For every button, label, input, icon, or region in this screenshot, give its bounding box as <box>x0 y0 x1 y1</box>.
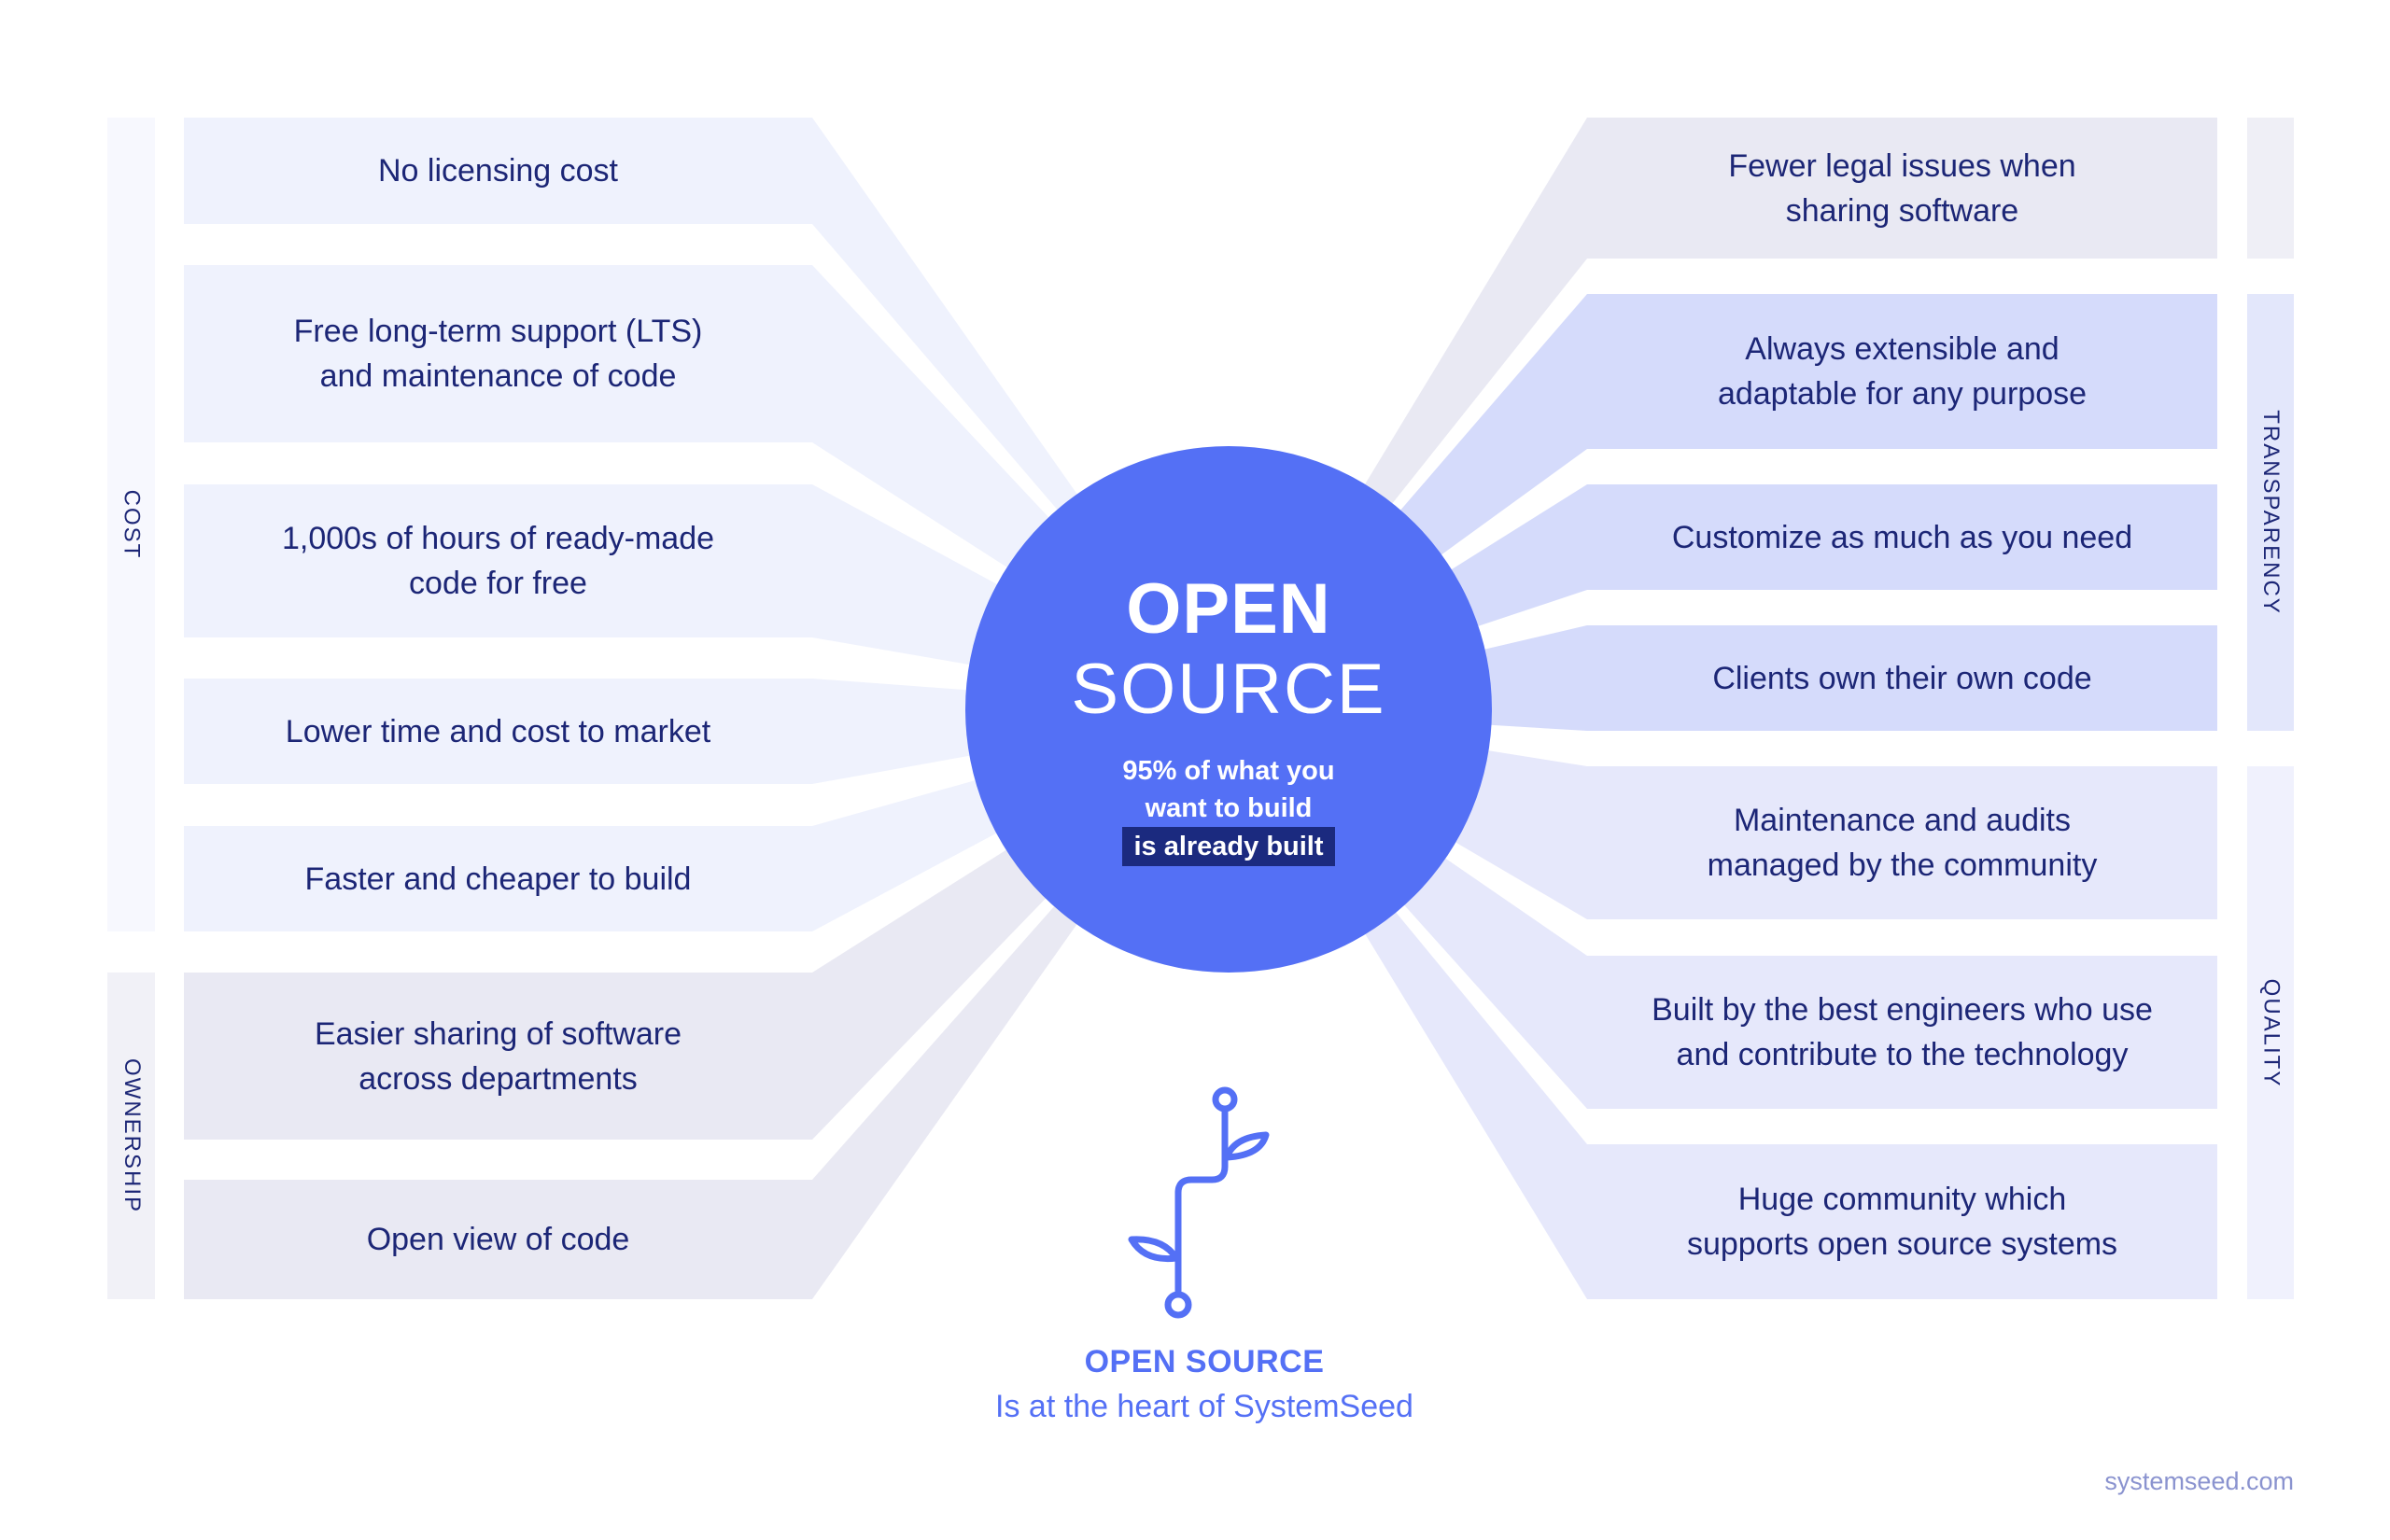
right-category-bar-1 <box>2247 118 2294 259</box>
left-item-5: Faster and cheaper to build <box>304 861 692 897</box>
left-connector-2 <box>812 265 1063 579</box>
left-item-2: Free long-term support (LTS) and mainten… <box>293 314 703 394</box>
left-connector-7 <box>812 890 1090 1299</box>
right-band-3 <box>1587 484 2217 590</box>
right-band-6 <box>1587 956 2217 1109</box>
right-category-bar-3 <box>2247 766 2294 1299</box>
right-connector-1 <box>1354 118 1587 520</box>
left-item-1: No licensing cost <box>377 153 618 189</box>
left-band-4 <box>184 679 812 784</box>
right-item-1: Fewer legal issues when sharing software <box>1728 147 2076 229</box>
right-band-2 <box>1587 294 2217 449</box>
left-band-5 <box>184 826 812 931</box>
right-band-4 <box>1587 625 2217 731</box>
left-item-3: 1,000s of hours of ready-made code for f… <box>281 521 715 601</box>
left-connector-1 <box>812 118 1090 525</box>
category-label-transparency: TRANSPARENCY <box>2247 294 2294 731</box>
left-connector-4 <box>812 679 991 784</box>
hub-title-bold: OPEN <box>1126 569 1331 649</box>
hub-subtitle-highlight: is already built <box>1122 827 1335 866</box>
category-label-ownership: OWNERSHIP <box>107 973 155 1299</box>
footer-subtitle: Is at the heart of SystemSeed <box>995 1389 1413 1424</box>
right-item-7: Huge community which supports open sourc… <box>1686 1182 2118 1262</box>
hub-title-light: SOURCE <box>1071 650 1386 729</box>
right-item-5: Maintenance and audits managed by the co… <box>1707 803 2098 883</box>
left-band-1 <box>184 118 812 224</box>
footer-title: OPEN SOURCE <box>1084 1344 1325 1379</box>
left-band-2 <box>184 265 812 442</box>
left-category-bar-2 <box>107 973 155 1299</box>
right-connector-2 <box>1386 294 1587 567</box>
left-category-bar-1 <box>107 118 155 931</box>
left-band-3 <box>184 484 812 637</box>
plant-sprout-icon <box>1128 1086 1270 1319</box>
right-band-1 <box>1587 118 2217 259</box>
left-band-6 <box>184 973 812 1140</box>
category-label-text: COST <box>119 489 145 560</box>
left-connector-3 <box>812 484 1016 668</box>
left-connector-5 <box>812 775 1015 931</box>
category-label-legal <box>2247 118 2294 259</box>
left-item-4: Lower time and cost to market <box>285 713 711 749</box>
right-item-3: Customize as much as you need <box>1671 519 2133 555</box>
category-label-text: QUALITY <box>2258 978 2285 1087</box>
category-bars-layer <box>107 118 2294 1299</box>
right-band-5 <box>1587 766 2217 919</box>
right-band-7 <box>1587 1144 2217 1299</box>
left-item-6: Easier sharing of software across depart… <box>314 1015 682 1097</box>
right-category-bar-2 <box>2247 294 2294 731</box>
right-item-2: Always extensible and adaptable for any … <box>1717 331 2088 412</box>
bands-layer <box>184 118 2217 1299</box>
right-item-4: Clients own their own code <box>1712 660 2092 696</box>
right-item-6: Built by the best engineers who use and … <box>1652 992 2153 1072</box>
category-label-text: TRANSPARENCY <box>2258 410 2284 615</box>
left-connector-6 <box>812 838 1061 1140</box>
left-band-7 <box>184 1180 812 1299</box>
right-connector-3 <box>1434 484 1587 633</box>
right-connector-6 <box>1390 847 1587 1109</box>
left-item-7: Open view of code <box>366 1222 630 1257</box>
hub-circle <box>965 446 1492 973</box>
hub-subtitle-line2: want to build <box>1145 793 1313 823</box>
site-url: systemseed.com <box>2104 1467 2294 1495</box>
right-connector-4 <box>1465 625 1587 731</box>
hub-subtitle-line1: 95% of what you <box>1122 756 1335 786</box>
category-label-text: OWNERSHIP <box>119 1057 145 1214</box>
category-label-cost: COST <box>107 118 155 931</box>
right-connector-7 <box>1355 896 1587 1299</box>
